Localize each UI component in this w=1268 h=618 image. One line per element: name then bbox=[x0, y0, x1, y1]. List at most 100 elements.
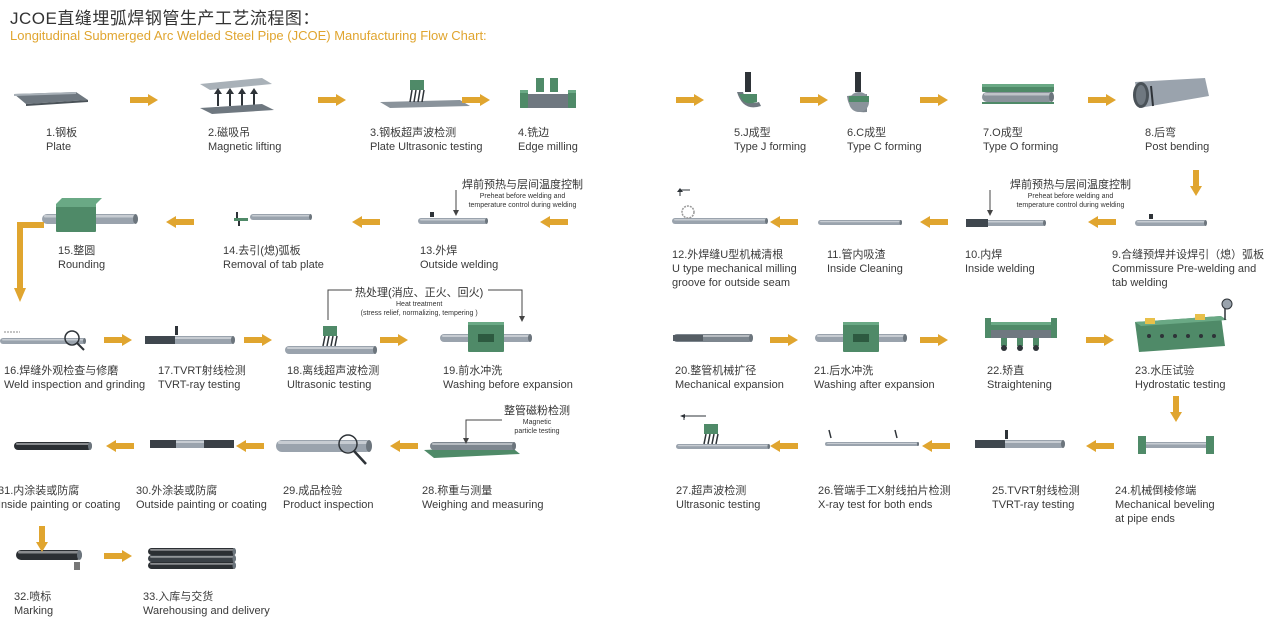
step-label-en: Mechanical beveling bbox=[1115, 499, 1215, 511]
step-19-wash-icon bbox=[440, 322, 532, 352]
step-label-cn: 21.后水冲洗 bbox=[814, 365, 874, 377]
flow-arrow-icon bbox=[922, 440, 950, 452]
step-label-en: Washing after expansion bbox=[814, 379, 935, 391]
step-28-illustration bbox=[424, 440, 524, 490]
step-1-plate-icon bbox=[14, 92, 88, 106]
note-mag-cn: 整管磁粉检测 bbox=[504, 405, 570, 417]
step-20-caption: 20.整管机械扩径 Mechanical expansion bbox=[675, 364, 784, 392]
step-label-cn: 25.TVRT射线检测 bbox=[992, 485, 1080, 497]
flow-arrow-icon bbox=[1190, 170, 1202, 196]
step-label-en: TVRT-ray testing bbox=[992, 499, 1075, 511]
step-label-cn: 6.C成型 bbox=[847, 127, 887, 139]
step-25-tvrt-icon bbox=[975, 430, 1065, 448]
note-heat: 热处理(消应、正火、回火)Heat treatment(stress relie… bbox=[355, 284, 483, 318]
step-2-illustration bbox=[200, 78, 300, 128]
flow-arrow-icon bbox=[380, 334, 408, 346]
step-33-illustration bbox=[148, 548, 248, 598]
step-14-illustration bbox=[234, 212, 334, 262]
step-10-inweld-icon bbox=[966, 219, 1046, 227]
flow-arrow-icon bbox=[1086, 440, 1114, 452]
step-9-illustration bbox=[1135, 210, 1235, 260]
step-19-illustration bbox=[440, 322, 540, 372]
flow-arrow-icon bbox=[770, 216, 798, 228]
step-label-en: Removal of tab plate bbox=[223, 259, 324, 271]
step-22-straight-icon bbox=[985, 318, 1057, 351]
step-label-en: Type O forming bbox=[983, 141, 1059, 153]
step-label-en: Washing before expansion bbox=[443, 379, 573, 391]
step-label-cn: 13.外焊 bbox=[420, 245, 458, 257]
step-18-illustration bbox=[285, 326, 385, 376]
step-label-cn: 17.TVRT射线检测 bbox=[158, 365, 246, 377]
step-9-prewelding-icon bbox=[1135, 214, 1207, 226]
step-24-caption: 24.机械倒棱修端 Mechanical beveling at pipe ends bbox=[1115, 484, 1215, 526]
step-21-wash-icon bbox=[815, 322, 907, 352]
step-label-cn: 20.整管机械扩径 bbox=[675, 365, 757, 377]
step-label-en: Product inspection bbox=[283, 499, 374, 511]
step-11-illustration bbox=[818, 214, 918, 264]
step-label-en: Mechanical expansion bbox=[675, 379, 784, 391]
note-inside-en2: temperature control during welding bbox=[1016, 202, 1125, 209]
step-label-en: Inside Cleaning bbox=[827, 263, 903, 275]
flow-arrow-icon bbox=[1170, 396, 1182, 422]
step-20-illustration bbox=[673, 330, 773, 380]
step-19-caption: 19.前水冲洗 Washing before expansion bbox=[443, 364, 573, 392]
step-26-illustration bbox=[825, 429, 925, 480]
step-label-cn: 3.钢板超声波检测 bbox=[370, 127, 457, 139]
step-6-illustration bbox=[845, 72, 945, 122]
step-label-cn: 22.矫直 bbox=[987, 365, 1025, 377]
step-label-cn: 16.焊缝外观检查与修磨 bbox=[4, 365, 119, 377]
step-label-en: Ultrasonic testing bbox=[287, 379, 372, 391]
step-27-illustration bbox=[676, 414, 776, 464]
step-label-cn: 5.J成型 bbox=[734, 127, 771, 139]
step-32-marking-icon bbox=[16, 550, 82, 570]
step-label-cn: 32.喷标 bbox=[14, 591, 52, 603]
flow-arrow-icon bbox=[244, 334, 272, 346]
note-outside-cn: 焊前预热与层间温度控制 bbox=[462, 179, 583, 191]
step-32-illustration bbox=[16, 550, 116, 600]
step-label-en: Magnetic lifting bbox=[208, 141, 282, 153]
flow-arrow-icon bbox=[106, 440, 134, 452]
step-label-en: Outside painting or coating bbox=[136, 499, 267, 511]
step-label-en: U type mechanical milling bbox=[672, 263, 797, 275]
note-mag-bracket-icon bbox=[463, 408, 576, 446]
step-13-outweld-icon bbox=[418, 212, 488, 224]
step-14-tabremove-icon bbox=[234, 212, 312, 226]
step-22-illustration bbox=[985, 318, 1085, 372]
step-label-cn: 33.入库与交货 bbox=[143, 591, 214, 603]
step-label-cn: 18.离线超声波检测 bbox=[287, 365, 380, 377]
step-label-en: X-ray test for both ends bbox=[818, 499, 933, 511]
step-2-maglift-icon bbox=[200, 78, 274, 114]
step-label-cn: 1.钢板 bbox=[46, 127, 78, 139]
step-label-en-2: at pipe ends bbox=[1115, 513, 1175, 525]
step-8-postbend-icon bbox=[1133, 78, 1209, 108]
step-18-caption: 18.离线超声波检测 Ultrasonic testing bbox=[287, 364, 379, 392]
step-label-en: Plate bbox=[46, 141, 72, 153]
step-31-paint-in-icon bbox=[14, 442, 92, 450]
step-29-inspect-icon bbox=[276, 434, 372, 465]
step-label-cn: 31.内涂装或防腐 bbox=[0, 485, 80, 497]
step-label-cn: 7.O成型 bbox=[983, 127, 1023, 139]
step-label-en: Commissure Pre-welding and bbox=[1112, 263, 1257, 275]
note-heat-en1: Heat treatment bbox=[396, 301, 443, 308]
step-label-cn: 24.机械倒棱修端 bbox=[1115, 485, 1197, 497]
note-mag-en2: particle testing bbox=[514, 428, 560, 435]
flow-connector-icon bbox=[14, 222, 54, 306]
note-outside-en2: temperature control during welding bbox=[468, 202, 577, 209]
step-label-cn: 19.前水冲洗 bbox=[443, 365, 503, 377]
flow-arrow-icon bbox=[540, 216, 568, 228]
step-12-ugroove-icon bbox=[672, 188, 768, 224]
step-17-illustration bbox=[145, 326, 245, 376]
step-label-en: Weighing and measuring bbox=[422, 499, 544, 511]
note-inside-cn: 焊前预热与层间温度控制 bbox=[1010, 179, 1131, 191]
step-12-illustration bbox=[672, 188, 772, 238]
